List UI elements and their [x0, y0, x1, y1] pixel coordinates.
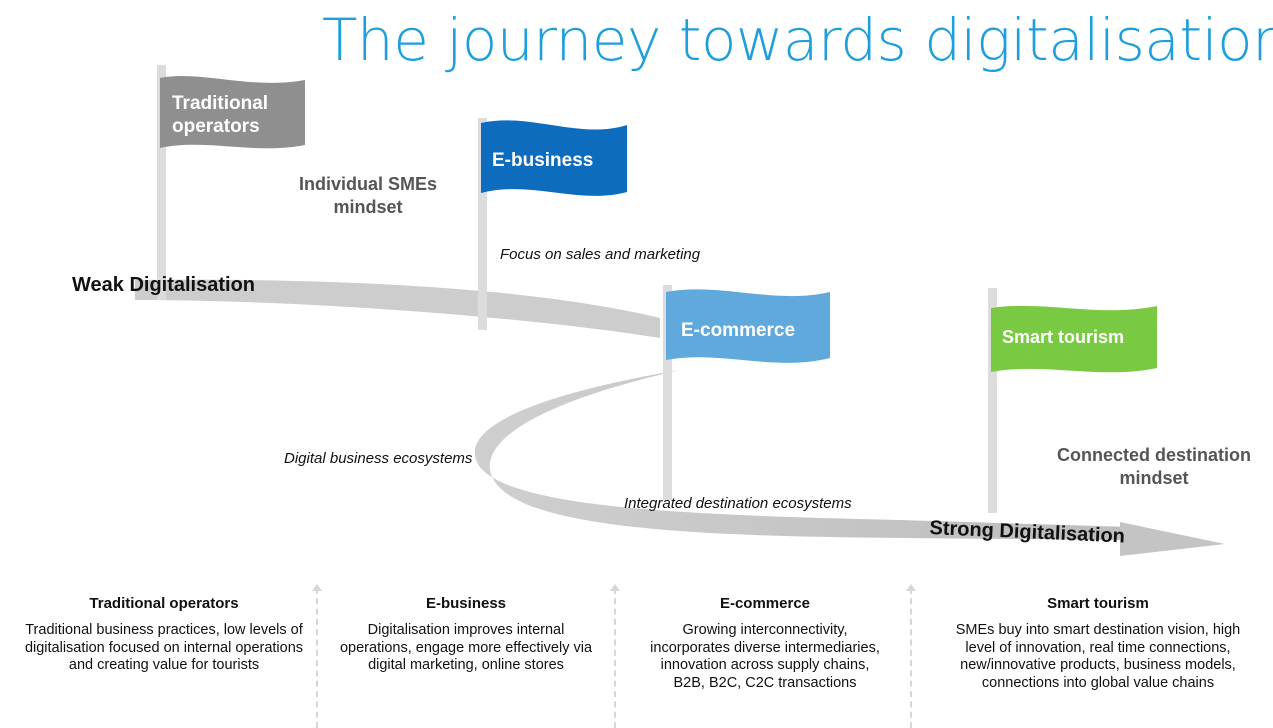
stage-description: Growing interconnectivity, incorporates … [650, 622, 880, 691]
road-curve [474, 370, 1131, 540]
smart-flag-label: Smart tourism [1002, 327, 1125, 347]
stage-title: E-business [425, 595, 507, 612]
stage-title: E-commerce [719, 595, 811, 612]
divider-1 [316, 588, 320, 728]
integrated-ecosystems-annotation: Integrated destination ecosystems [624, 495, 852, 512]
stage-column: E-business Digitalisation improves inter… [330, 595, 602, 675]
digital-ecosystems-annotation: Digital business ecosystems [284, 450, 473, 467]
road-upper [135, 279, 660, 338]
connected-mindset-label: Connected destination mindset [1056, 445, 1251, 488]
ebusiness-flag [481, 120, 627, 196]
stage-column: Smart tourism SMEs buy into smart destin… [928, 595, 1268, 692]
stage-column: E-commerce Growing interconnectivity, in… [624, 595, 906, 692]
ecommerce-flag-label: E-commerce [681, 320, 796, 341]
stage-column: Traditional operators Traditional busine… [18, 595, 310, 675]
road-arrow-head [1120, 522, 1225, 556]
ecommerce-flag [666, 289, 830, 363]
individual-mindset-label: Individual SMEs mindset [298, 174, 438, 217]
ebusiness-flag-pole [478, 118, 487, 330]
divider-arrow-3 [906, 584, 916, 591]
divider-arrow-1 [312, 584, 322, 591]
traditional-flag-pole [157, 65, 166, 300]
weak-digitalisation-label: Weak Digitalisation [72, 274, 256, 296]
stage-title: Smart tourism [1047, 595, 1149, 612]
page-title: The journey towards digitalisation [322, 6, 1273, 74]
stage-description: Traditional business practices, low leve… [24, 622, 304, 673]
smart-flag-pole [988, 288, 997, 513]
stage-description: SMEs buy into smart destination vision, … [955, 622, 1241, 691]
stage-description: Digitalisation improves internal operati… [339, 622, 593, 673]
traditional-flag [160, 76, 305, 149]
stage-title: Traditional operators [89, 595, 239, 612]
ecommerce-flag-pole [663, 285, 672, 500]
divider-2 [614, 588, 618, 728]
ebusiness-flag-label: E-business [492, 150, 594, 171]
divider-3 [910, 588, 914, 728]
divider-arrow-2 [610, 584, 620, 591]
smart-flag [991, 305, 1157, 373]
traditional-flag-label: Traditional operators [172, 93, 269, 137]
sales-annotation: Focus on sales and marketing [500, 246, 701, 263]
